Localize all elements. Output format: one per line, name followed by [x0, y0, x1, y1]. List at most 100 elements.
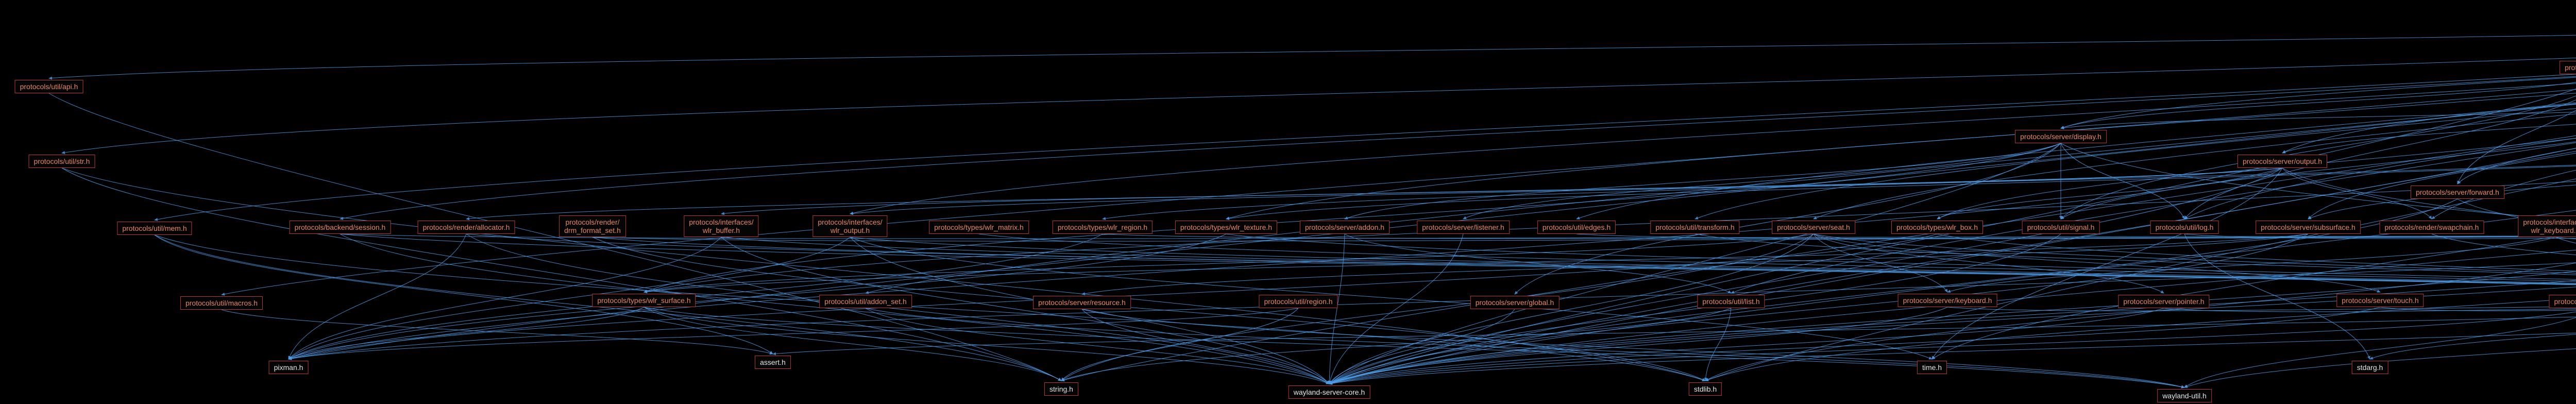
graph-node-system-header: assert.h — [755, 356, 791, 369]
include-edge — [1813, 233, 1948, 293]
graph-node-header[interactable]: protocols/server/output.h — [2237, 155, 2328, 169]
graph-node-header[interactable]: protocols/util/edges.h — [1537, 221, 1616, 234]
include-edge — [2308, 184, 2576, 220]
include-edge — [1328, 233, 1345, 384]
include-edge — [2369, 334, 2576, 360]
include-edge — [850, 237, 1330, 384]
include-edge — [1329, 308, 2164, 384]
include-edge — [2555, 237, 2576, 240]
graph-node-header[interactable]: protocols/util/transform.h — [1650, 221, 1740, 234]
graph-node-header[interactable]: protocols/server/pointer.h — [2118, 295, 2210, 309]
graph-node-header[interactable]: protocols/render/allocator.h — [417, 221, 515, 234]
include-edge — [1329, 233, 1814, 384]
graph-node-header[interactable]: protocols/server/listener.h — [1417, 221, 1510, 234]
include-edge — [850, 167, 2283, 215]
include-edge — [2308, 153, 2576, 220]
include-edge — [61, 57, 2576, 155]
graph-node-header[interactable]: protocols/types/wlr_matrix.h — [929, 221, 1029, 234]
graph-node-header[interactable]: protocols/server/addon.h — [1299, 221, 1390, 234]
graph-node-header[interactable]: protocols/render/ drm_format_set.h — [559, 215, 626, 238]
include-edge — [2457, 110, 2576, 184]
graph-node-header[interactable]: protocols/util/region.h — [1259, 295, 1338, 309]
graph-node-header[interactable]: protocols/server/xdg_toplevel.h — [2560, 61, 2576, 75]
include-edge — [340, 233, 2576, 239]
include-edge — [1937, 233, 2576, 272]
graph-node-header[interactable]: protocols/server/forward.h — [2411, 186, 2504, 199]
graph-node-header[interactable]: protocols/server/keyboard.h — [1897, 294, 1997, 308]
graph-node-header[interactable]: protocols/types/wlr_surface.h — [592, 294, 696, 308]
include-edge — [288, 307, 645, 360]
include-edge — [340, 76, 2576, 220]
include-edge — [2282, 124, 2576, 154]
include-edge — [1813, 233, 2164, 294]
graph-node-header[interactable]: protocols/types/wlr_region.h — [1052, 221, 1153, 234]
include-edge — [1947, 237, 2556, 293]
graph-node-header[interactable]: protocols/server/global.h — [1470, 296, 1560, 310]
include-edge — [1329, 210, 2576, 384]
include-edge — [721, 237, 2576, 284]
include-edge — [288, 237, 851, 360]
graph-node-header[interactable]: protocols/backend/session.h — [289, 221, 391, 234]
include-edge — [772, 316, 2576, 356]
include-edge — [643, 233, 1814, 293]
graph-node-header[interactable]: protocols/server/subsurface.h — [2256, 221, 2361, 234]
graph-node-header[interactable]: protocols/util/macros.h — [180, 296, 263, 310]
include-edge — [1081, 309, 2185, 389]
include-edge — [2457, 148, 2576, 184]
graph-node-header[interactable]: protocols/util/addon_set.h — [819, 295, 912, 309]
include-edge — [288, 167, 2283, 360]
graph-node-header[interactable]: protocols/server/seat.h — [1772, 221, 1855, 234]
include-edge — [1731, 142, 2576, 294]
include-edge — [1344, 233, 1732, 294]
include-edge — [1329, 233, 2061, 384]
graph-node-header[interactable]: protocols/interfaces/ wlr_keyboard.h — [2518, 215, 2576, 238]
graph-node-header[interactable]: protocols/interfaces/ wlr_output.h — [812, 215, 888, 238]
include-edge — [1329, 332, 2576, 385]
include-edge — [2184, 138, 2576, 220]
include-edge — [592, 236, 2576, 242]
include-edge — [850, 237, 1933, 360]
include-edge — [1329, 151, 2576, 385]
graph-node-system-header: pixman.h — [268, 361, 309, 375]
graph-node-header[interactable]: protocols/server/protocol.h — [2549, 295, 2576, 309]
include-edge — [643, 307, 2185, 389]
graph-node-header[interactable]: protocols/util/log.h — [2150, 221, 2219, 234]
graph-node-header[interactable]: protocols/util/api.h — [14, 80, 83, 94]
include-edge — [1102, 164, 2576, 221]
include-edge — [1576, 233, 2576, 239]
graph-node-header[interactable]: protocols/types/wlr_box.h — [1891, 221, 1983, 234]
include-edge — [721, 167, 2283, 215]
include-edge — [221, 89, 2576, 296]
graph-node-header[interactable]: protocols/interfaces/ wlr_buffer.h — [684, 215, 759, 238]
graph-node-header[interactable]: protocols/render/swapchain.h — [2379, 221, 2484, 234]
graph-node-header[interactable]: protocols/util/mem.h — [117, 222, 192, 235]
include-edge — [1329, 249, 2576, 385]
include-edge — [61, 167, 1706, 381]
include-edge — [2060, 112, 2576, 130]
include-edge — [1329, 147, 2576, 384]
include-edge — [1102, 233, 2576, 239]
graph-node-header[interactable]: protocols/server/resource.h — [1033, 296, 1131, 310]
include-edge — [1329, 309, 1515, 384]
graph-node-header[interactable]: protocols/util/list.h — [1697, 295, 1765, 309]
include-edge — [850, 83, 2576, 215]
graph-node-header[interactable]: protocols/util/str.h — [28, 155, 95, 169]
include-edge — [48, 93, 1062, 381]
graph-node-header[interactable]: protocols/types/wlr_texture.h — [1175, 221, 1278, 234]
graph-node-header[interactable]: protocols/util/signal.h — [2022, 221, 2100, 234]
include-edge — [61, 167, 1062, 381]
include-edge — [2282, 167, 2432, 220]
include-edge — [1813, 233, 2381, 293]
graph-node-header[interactable]: protocols/server/display.h — [2015, 130, 2107, 144]
include-edge — [154, 234, 1062, 381]
include-edge — [2060, 82, 2576, 129]
include-edge — [1329, 167, 2283, 384]
include-edge — [2184, 348, 2576, 388]
graph-node-header[interactable]: protocols/server/touch.h — [2336, 294, 2424, 308]
graph-node-system-header: wayland-server-core.h — [1288, 385, 1370, 399]
include-edge — [1514, 143, 2061, 295]
include-edge — [288, 233, 467, 360]
include-edge — [1061, 308, 1732, 381]
include-edge — [48, 35, 2576, 80]
